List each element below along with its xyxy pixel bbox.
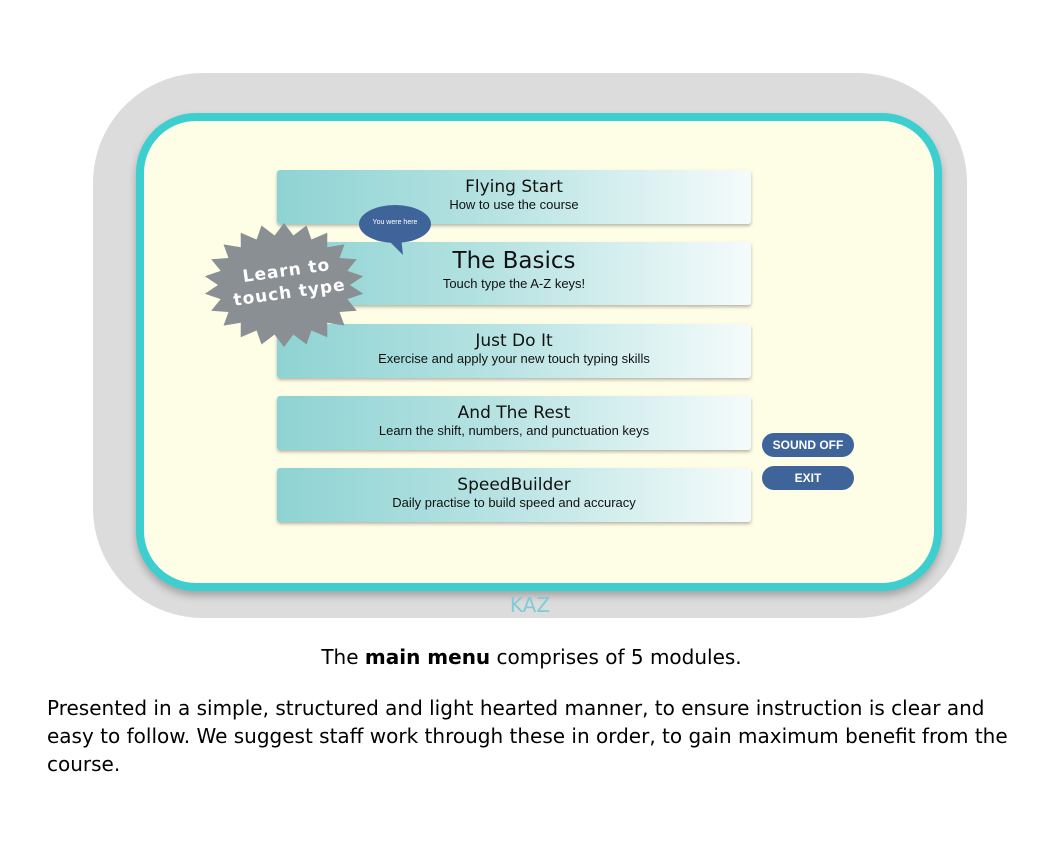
module-just-do-it[interactable]: Just Do It Exercise and apply your new t… [277, 324, 751, 378]
starburst-icon [204, 223, 364, 347]
description-paragraph: Presented in a simple, structured and li… [47, 696, 1008, 776]
module-title: Just Do It [475, 331, 553, 351]
module-title: The Basics [452, 248, 576, 274]
module-title: And The Rest [457, 403, 571, 423]
module-description: Exercise and apply your new touch typing… [378, 351, 650, 366]
module-the-basics[interactable]: The Basics Touch type the A-Z keys! [277, 242, 751, 305]
module-flying-start[interactable]: Flying Start How to use the course [277, 170, 751, 224]
you-were-here-bubble: You were here [357, 203, 433, 259]
caption-bold: main menu [364, 645, 491, 669]
module-description: Learn the shift, numbers, and punctuatio… [378, 423, 650, 438]
learn-to-touch-type-badge: Learn to touch type [203, 222, 365, 348]
module-speedbuilder[interactable]: SpeedBuilder Daily practise to build spe… [277, 468, 751, 522]
sound-toggle-button[interactable]: SOUND OFF [762, 433, 854, 457]
you-were-here-label: You were here [372, 219, 418, 226]
module-title: Flying Start [465, 177, 563, 197]
module-title: SpeedBuilder [457, 475, 571, 495]
module-description: How to use the course [449, 197, 579, 212]
exit-button[interactable]: EXIT [762, 466, 854, 490]
caption-before: The [321, 645, 365, 669]
module-and-the-rest[interactable]: And The Rest Learn the shift, numbers, a… [277, 396, 751, 450]
module-description: Daily practise to build speed and accura… [392, 495, 636, 510]
module-description: Touch type the A-Z keys! [442, 276, 586, 291]
caption: The main menu comprises of 5 modules. [0, 645, 1063, 669]
speech-bubble-icon [359, 205, 431, 255]
brand-logo: KAZ [509, 593, 551, 617]
caption-after: comprises of 5 modules. [490, 645, 742, 669]
